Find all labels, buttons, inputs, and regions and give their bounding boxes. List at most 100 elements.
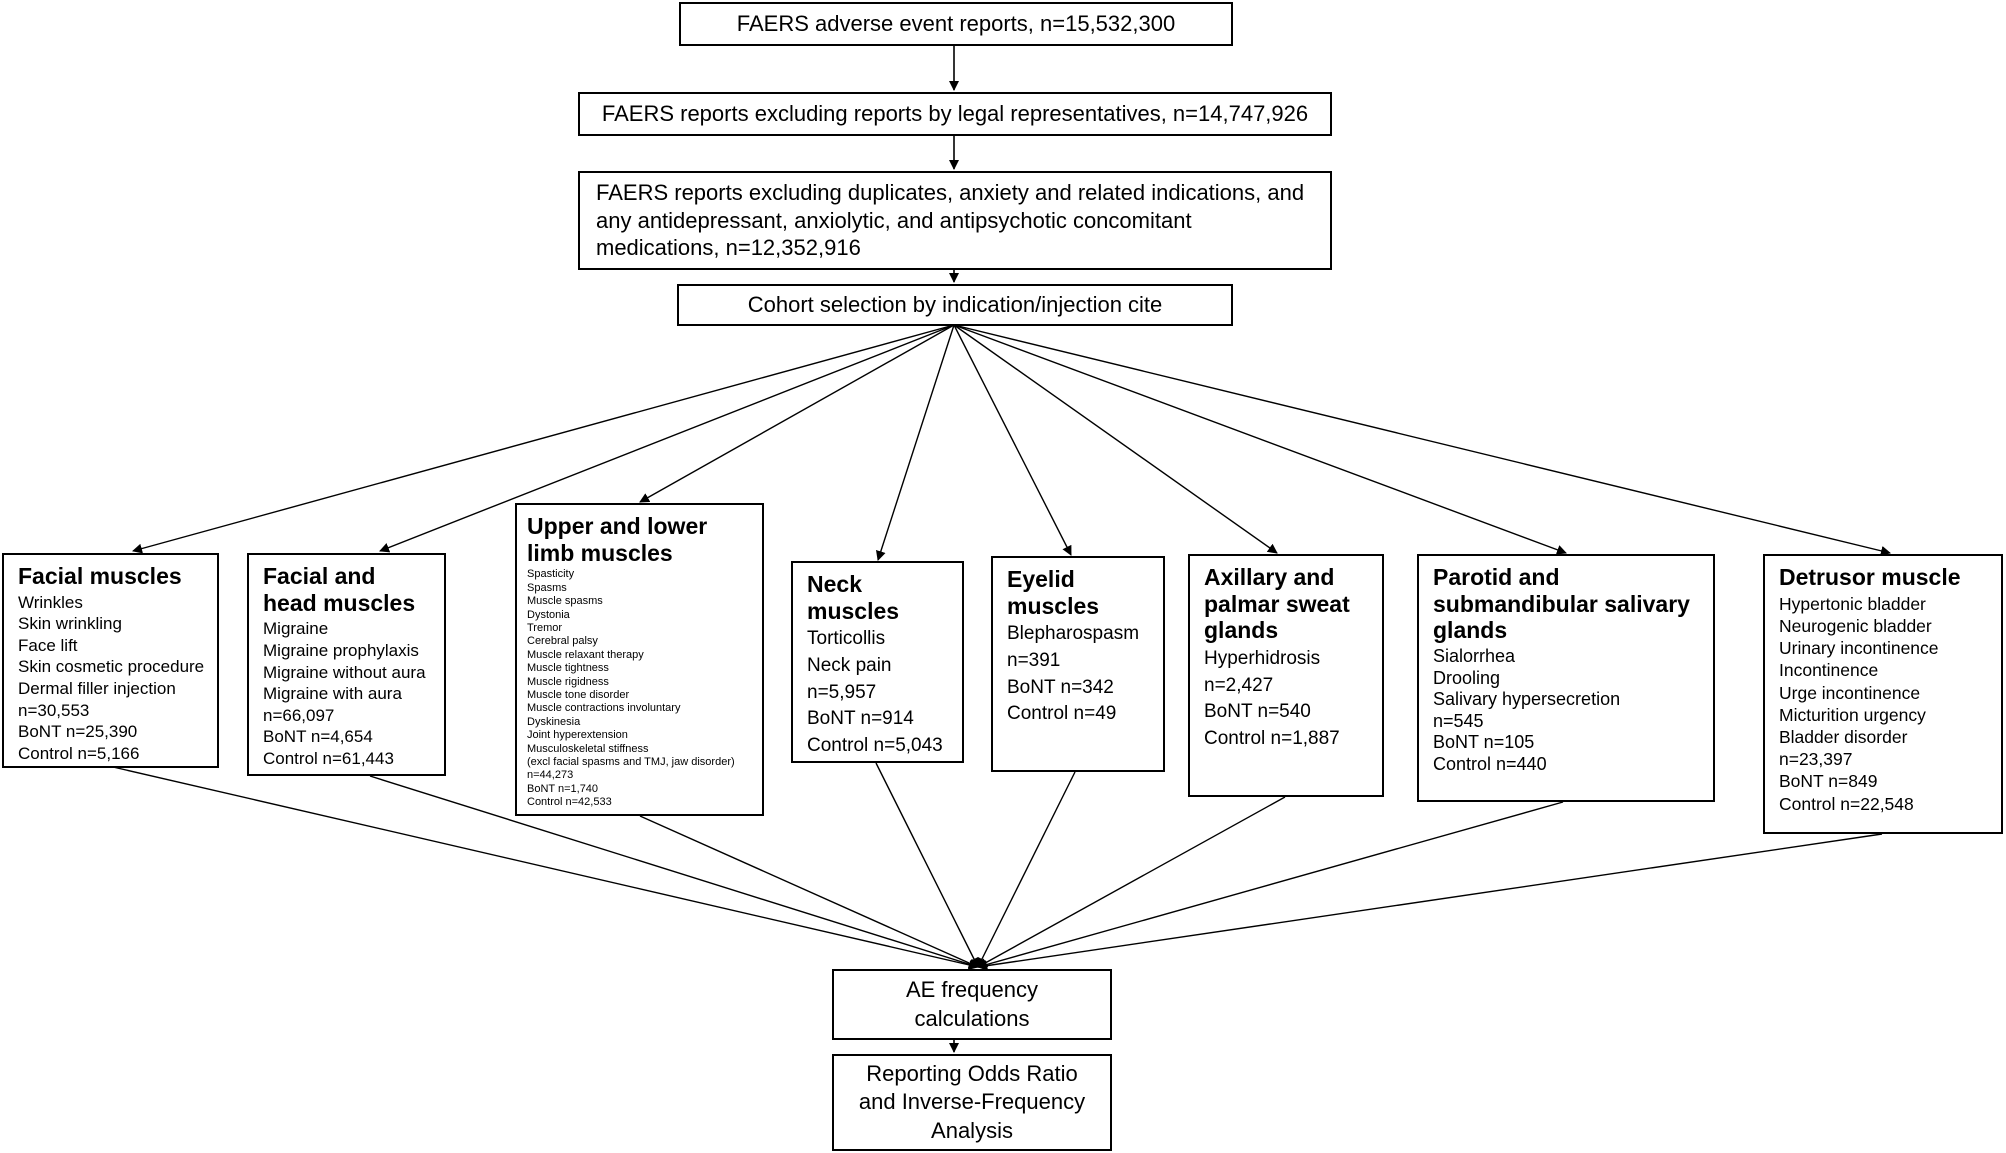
- cohort-item: Bladder disorder: [1779, 726, 1908, 747]
- cohort-parotid-submandibular-salivary-glands: Parotid and submandibular salivary gland…: [1417, 554, 1715, 802]
- cohort-item: n=44,273: [527, 769, 574, 782]
- cohort-item: Skin cosmetic procedure: [18, 657, 205, 677]
- faers-excl-duplicates-text: FAERS reports excluding duplicates, anxi…: [596, 180, 1305, 261]
- cohort-item: Micturition urgency: [1779, 704, 1926, 725]
- cohort-item: Control n=5,166: [18, 743, 140, 763]
- cohort-item: Muscle rigidness: [527, 675, 609, 688]
- fan-out-arrows: [132, 324, 1891, 561]
- cohort-item: Torticollis: [807, 628, 886, 650]
- cohort-item: Neurogenic bladder: [1779, 615, 1932, 636]
- cohort-item: Control n=440: [1433, 753, 1547, 774]
- cohort-item: Muscle contractions involuntary: [527, 702, 681, 715]
- cohort-item: Muscle tightness: [527, 662, 609, 675]
- cohort-title: Facial and head muscles: [263, 563, 416, 616]
- cohort-title: Facial muscles: [18, 563, 182, 589]
- cohort-selection-text: Cohort selection by indication/injection…: [747, 292, 1163, 318]
- arrow-from-parotid: [977, 801, 1564, 970]
- faers-total-box: FAERS adverse event reports, n=15,532,30…: [679, 2, 1233, 46]
- cohort-item: Control n=42,533: [527, 796, 612, 809]
- cohort-item: Tremor: [527, 621, 563, 634]
- cohort-title: Eyelid muscles: [1007, 566, 1100, 619]
- cohort-item: BoNT n=4,654: [263, 727, 373, 747]
- reporting-odds-ratio-text: Reporting Odds Ratio and Inverse-Frequen…: [858, 1060, 1086, 1143]
- cohort-item: Hypertonic bladder: [1779, 593, 1926, 614]
- cohort-item: Face lift: [18, 635, 78, 655]
- cohort-item: n=545: [1433, 710, 1484, 731]
- cohort-item: BoNT n=1,740: [527, 782, 599, 795]
- cohort-item: Migraine with aura: [263, 684, 402, 704]
- cohort-item: Muscle spasms: [527, 595, 603, 608]
- cohort-detrusor-muscle: Detrusor muscle Hypertonic bladder Neuro…: [1763, 554, 2003, 834]
- cohort-item: Migraine prophylaxis: [263, 640, 419, 660]
- faers-total-text: FAERS adverse event reports, n=15,532,30…: [736, 11, 1176, 37]
- cohort-item: Control n=61,443: [263, 748, 394, 768]
- cohort-item: n=23,397: [1779, 749, 1853, 770]
- cohort-item: Dyskinesia: [527, 715, 581, 728]
- cohort-item: Control n=49: [1007, 703, 1117, 725]
- cohort-item: Drooling: [1433, 667, 1501, 688]
- cohort-title: Neck muscles: [807, 571, 900, 624]
- reporting-odds-ratio-box: Reporting Odds Ratio and Inverse-Frequen…: [832, 1054, 1112, 1151]
- cohort-title: Upper and lower limb muscles: [527, 513, 708, 566]
- cohort-title: Detrusor muscle: [1779, 564, 1961, 590]
- cohort-item: Neck pain: [807, 654, 892, 676]
- cohort-item: Wrinkles: [18, 592, 83, 612]
- cohort-item: Spasms: [527, 581, 567, 594]
- cohort-item: Hyperhidrosis: [1204, 648, 1321, 670]
- cohort-item: n=2,427: [1204, 674, 1274, 696]
- faers-excl-duplicates-box: FAERS reports excluding duplicates, anxi…: [578, 171, 1332, 270]
- cohort-facial-muscles: Facial muscles Wrinkles Skin wrinkling F…: [2, 553, 219, 768]
- cohort-item: Dystonia: [527, 608, 570, 621]
- cohort-neck-muscles: Neck muscles Torticollis Neck pain n=5,9…: [791, 561, 964, 763]
- cohort-item: (excl facial spasms and TMJ, jaw disorde…: [527, 756, 735, 769]
- cohort-upper-lower-limb-muscles: Upper and lower limb muscles Spasticity …: [515, 503, 764, 816]
- arrow-to-eyelid: [953, 324, 1072, 556]
- cohort-item: Sialorrhea: [1433, 646, 1516, 667]
- arrow-from-neck: [875, 762, 979, 968]
- cohort-item: Control n=1,887: [1204, 727, 1340, 749]
- cohort-item: Musculoskeletal stiffness: [527, 742, 649, 755]
- cohort-title: Axillary and palmar sweat glands: [1204, 564, 1350, 644]
- cohort-item: Muscle tone disorder: [527, 689, 630, 701]
- cohort-item: Incontinence: [1779, 660, 1879, 681]
- cohort-item: Urge incontinence: [1779, 682, 1921, 703]
- arrow-to-parotid: [953, 324, 1567, 555]
- cohort-item: Urinary incontinence: [1779, 638, 1939, 659]
- cohort-item: Migraine: [263, 619, 329, 639]
- cohort-facial-head-muscles: Facial and head muscles Migraine Migrain…: [247, 553, 446, 776]
- cohort-item: Skin wrinkling: [18, 614, 122, 634]
- cohort-item: n=391: [1007, 649, 1061, 671]
- cohort-item: n=66,097: [263, 705, 335, 725]
- arrow-from-eyelid: [977, 771, 1076, 968]
- cohort-item: BoNT n=914: [807, 708, 914, 730]
- cohort-item: BoNT n=540: [1204, 701, 1311, 723]
- cohort-item: Salivary hypersecretion: [1433, 689, 1621, 710]
- cohort-item: Control n=22,548: [1779, 793, 1914, 814]
- cohort-selection-box: Cohort selection by indication/injection…: [677, 284, 1233, 326]
- cohort-title: Parotid and submandibular salivary gland…: [1433, 564, 1690, 644]
- cohort-item: Muscle relaxant therapy: [527, 648, 644, 661]
- cohort-eyelid-muscles: Eyelid muscles Blepharospasm n=391 BoNT …: [991, 556, 1165, 772]
- cohort-item: Cerebral palsy: [527, 635, 598, 648]
- arrow-to-limb: [639, 324, 955, 503]
- cohort-item: Control n=5,043: [807, 734, 943, 756]
- arrow-to-neck: [876, 324, 955, 561]
- cohort-axillary-palmar-sweat-glands: Axillary and palmar sweat glands Hyperhi…: [1188, 554, 1384, 797]
- arrow-from-detrusor: [977, 833, 1883, 971]
- cohort-item: BoNT n=849: [1779, 771, 1878, 792]
- cohort-item: n=30,553: [18, 700, 90, 720]
- cohort-item: Blepharospasm: [1007, 623, 1140, 645]
- cohort-item: Dermal filler injection: [18, 678, 176, 698]
- cohort-item: Migraine without aura: [263, 662, 426, 682]
- cohort-item: BoNT n=25,390: [18, 722, 138, 742]
- ae-frequency-text: AE frequency calculations: [905, 976, 1039, 1031]
- faers-excl-legal-box: FAERS reports excluding reports by legal…: [578, 92, 1332, 136]
- arrow-to-detrusor: [953, 324, 1891, 556]
- faers-excl-legal-text: FAERS reports excluding reports by legal…: [601, 101, 1309, 127]
- cohort-item: n=5,957: [807, 681, 877, 703]
- arrow-to-axillary: [953, 324, 1278, 554]
- cohort-item: Joint hyperextension: [527, 729, 628, 742]
- cohort-item: BoNT n=342: [1007, 676, 1114, 698]
- cohort-item: BoNT n=105: [1433, 732, 1535, 753]
- arrow-from-limb: [639, 815, 979, 968]
